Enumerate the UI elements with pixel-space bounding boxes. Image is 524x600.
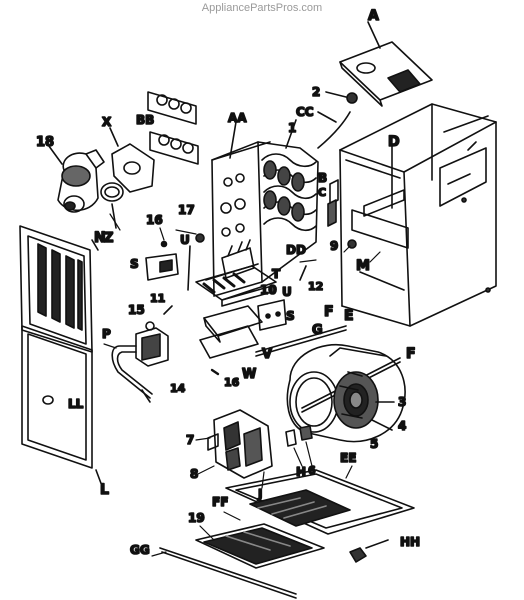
label-4: 4 bbox=[398, 419, 406, 433]
part-gasket-ring-z[interactable] bbox=[100, 182, 124, 229]
label-19: 19 bbox=[188, 511, 205, 525]
part-12-pointer bbox=[299, 265, 307, 281]
part-rod-u[interactable] bbox=[187, 245, 191, 291]
part-bracket-c[interactable] bbox=[327, 199, 337, 227]
label-6: 6 bbox=[308, 464, 316, 477]
watermark: AppliancePartsPros.com bbox=[201, 2, 323, 14]
label-m: M bbox=[356, 258, 370, 274]
label-5: 5 bbox=[370, 437, 378, 451]
part-wire-11[interactable] bbox=[163, 305, 173, 315]
part-filter-19[interactable] bbox=[195, 523, 325, 569]
part-rail-f-upper[interactable] bbox=[255, 325, 347, 357]
label-ff: FF bbox=[212, 495, 228, 509]
label-3: 3 bbox=[398, 395, 406, 409]
part-6[interactable] bbox=[299, 425, 313, 441]
label-12: 12 bbox=[308, 280, 323, 293]
part-manifold-10[interactable] bbox=[221, 285, 273, 307]
label-u-lower: U bbox=[282, 285, 292, 299]
part-fitting[interactable] bbox=[325, 91, 358, 104]
part-gas-valve[interactable] bbox=[135, 321, 169, 367]
label-p: P bbox=[102, 327, 111, 341]
part-screw-16-lower[interactable] bbox=[210, 368, 220, 376]
part-pan-v[interactable] bbox=[203, 305, 263, 343]
part-bracket-s-right[interactable] bbox=[257, 299, 287, 331]
label-a: A bbox=[368, 8, 379, 24]
part-wire-cc[interactable] bbox=[317, 111, 351, 149]
label-n: N bbox=[94, 230, 106, 246]
label-bb: BB bbox=[136, 113, 154, 127]
label-ee: EE bbox=[340, 451, 356, 465]
part-rod-gg[interactable] bbox=[159, 547, 297, 599]
label-16-upper: 16 bbox=[146, 213, 163, 227]
part-h[interactable] bbox=[285, 429, 297, 447]
part-burners-t[interactable] bbox=[195, 263, 277, 301]
label-v: V bbox=[262, 347, 272, 362]
label-14: 14 bbox=[170, 382, 186, 395]
label-u-upper: U bbox=[180, 233, 190, 247]
label-9: 9 bbox=[330, 239, 338, 253]
part-bracket-s-left[interactable] bbox=[145, 253, 179, 281]
label-cc: CC bbox=[296, 105, 314, 119]
part-heat-exchanger[interactable] bbox=[211, 119, 319, 297]
label-10: 10 bbox=[260, 283, 277, 297]
part-lower-door-l[interactable] bbox=[21, 325, 103, 487]
part-inducer-motor[interactable] bbox=[45, 141, 105, 213]
part-bracket-b[interactable] bbox=[329, 179, 339, 205]
label-2: 2 bbox=[312, 85, 320, 99]
part-bracket-x[interactable] bbox=[109, 127, 155, 193]
part-gas-pipe-p[interactable] bbox=[111, 345, 153, 403]
label-16-lower: 16 bbox=[224, 376, 240, 389]
label-7: 7 bbox=[186, 433, 194, 447]
part-control-board[interactable] bbox=[207, 409, 273, 479]
leader-lines bbox=[103, 213, 381, 557]
label-8: 8 bbox=[190, 467, 198, 481]
label-c: C bbox=[318, 186, 326, 199]
part-gasket-bb[interactable] bbox=[147, 91, 199, 165]
part-blower-housing[interactable] bbox=[286, 344, 406, 443]
label-z: Z bbox=[104, 231, 113, 246]
label-dd: DD bbox=[286, 243, 306, 257]
label-1: 1 bbox=[288, 121, 296, 135]
label-h: H bbox=[296, 465, 306, 479]
label-aa: AA bbox=[228, 111, 247, 125]
label-t: T bbox=[272, 267, 281, 281]
label-d: D bbox=[388, 134, 400, 150]
label-17: 17 bbox=[178, 203, 195, 217]
label-hh: HH bbox=[400, 535, 420, 549]
part-filter-frame-ee[interactable] bbox=[225, 469, 415, 535]
label-f-lower: F bbox=[406, 346, 416, 362]
label-f-upper: F bbox=[324, 304, 334, 320]
label-15: 15 bbox=[128, 303, 145, 317]
label-b: B bbox=[318, 171, 327, 185]
part-screw-16-upper[interactable] bbox=[160, 240, 168, 248]
label-11: 11 bbox=[150, 292, 165, 305]
label-ll: LL bbox=[68, 397, 84, 411]
label-s-right: S bbox=[286, 309, 295, 323]
label-j: J bbox=[257, 487, 262, 501]
label-w: W bbox=[242, 367, 256, 382]
label-gg: GG bbox=[130, 543, 150, 557]
label-g: G bbox=[312, 323, 323, 338]
label-x: X bbox=[102, 115, 112, 129]
part-front-door-n[interactable] bbox=[19, 225, 99, 353]
label-18: 18 bbox=[36, 135, 54, 150]
part-shield-w[interactable] bbox=[199, 325, 259, 359]
part-fitting-17[interactable] bbox=[195, 233, 205, 243]
label-s-left: S bbox=[130, 257, 139, 271]
part-top-panel[interactable] bbox=[339, 21, 433, 107]
label-e: E bbox=[344, 308, 354, 324]
part-cabinet[interactable] bbox=[339, 103, 497, 327]
label-l: L bbox=[100, 482, 109, 498]
part-clip-hh[interactable] bbox=[349, 539, 389, 563]
